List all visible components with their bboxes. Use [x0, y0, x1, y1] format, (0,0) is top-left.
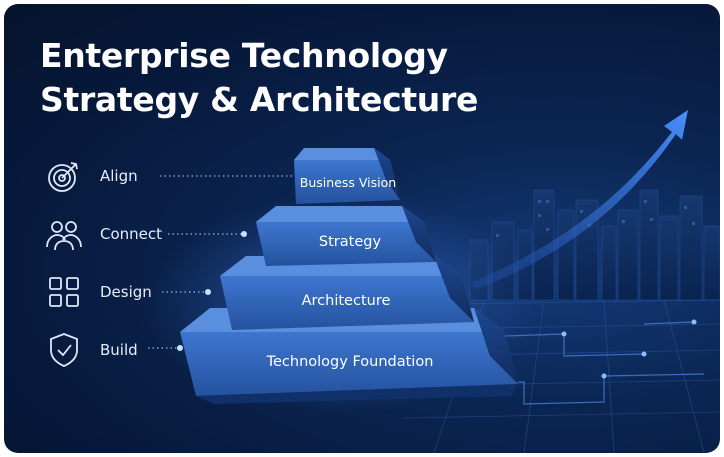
pyramid-level-strategy: Strategy — [256, 206, 436, 266]
pyramid-label-strategy: Strategy — [319, 234, 382, 250]
side-item-connect: Connect — [44, 214, 284, 254]
pyramid-level-architecture: Architecture — [220, 256, 474, 330]
people-icon — [46, 221, 82, 251]
side-item-label-align: Align — [100, 167, 138, 185]
title-line-2: Strategy & Architecture — [40, 80, 479, 119]
shield-check-icon — [50, 333, 78, 367]
pyramid-label-business-vision: Business Vision — [300, 175, 396, 190]
city-skyline — [469, 189, 720, 301]
side-item-design: Design — [44, 272, 284, 312]
side-item-label-design: Design — [100, 283, 152, 301]
pyramid: Technology Foundation Architecture Strat… — [180, 148, 518, 404]
pyramid-label-foundation: Technology Foundation — [266, 354, 434, 370]
circuit-nodes — [561, 319, 697, 379]
target-icon — [48, 162, 78, 192]
pyramid-label-architecture: Architecture — [302, 293, 391, 309]
background-scene: Technology Foundation Architecture Strat… — [144, 110, 720, 453]
hero-card: Technology Foundation Architecture Strat… — [4, 4, 720, 453]
side-item-align: Align — [44, 156, 284, 196]
pyramid-level-business-vision: Business Vision — [294, 148, 400, 204]
connector-lines — [148, 175, 304, 349]
title-line-1: Enterprise Technology — [40, 36, 448, 75]
page-title: Enterprise Technology Strategy & Archite… — [40, 34, 478, 122]
side-item-build: Build — [44, 330, 284, 370]
side-item-label-build: Build — [100, 341, 138, 359]
grid-icon — [49, 277, 79, 307]
side-item-label-connect: Connect — [100, 225, 163, 243]
